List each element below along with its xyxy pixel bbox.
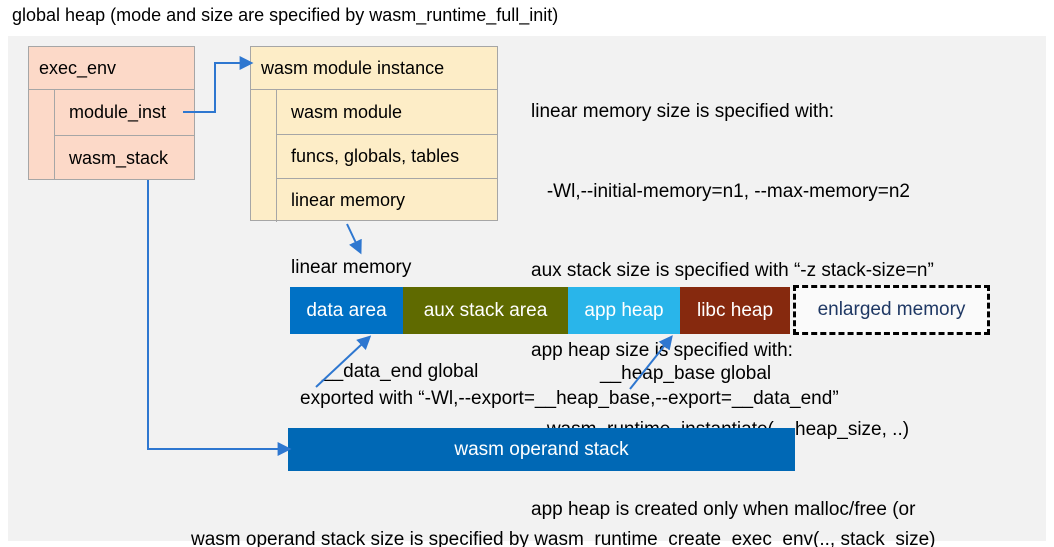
note-line: wasm operand stack size is specified by … (191, 529, 936, 547)
enlarged-memory-box: enlarged memory (793, 285, 990, 335)
memory-segment-data-area: data area (290, 287, 403, 334)
note-line: aux stack size is specified with “-z sta… (531, 260, 934, 281)
note-line: -Wl,--initial-memory=n1, --max-memory=n2 (531, 180, 910, 202)
note-line: app heap size is specified with: (531, 339, 793, 361)
operand-stack-note-block: wasm operand stack size is specified by … (191, 481, 936, 547)
export-flags-label: exported with “-Wl,--export=__heap_base,… (300, 388, 839, 409)
data-end-global-label: __data_end global (322, 361, 479, 382)
exec-env-box: exec_env module_inst wasm_stack (28, 46, 195, 180)
memory-segment-app-heap: app heap (568, 287, 680, 334)
memory-segment-libc-heap: libc heap (680, 287, 790, 334)
exec-env-header: exec_env (29, 47, 194, 90)
module-instance-row-linear-memory: linear memory (276, 178, 497, 222)
wasm-module-instance-box: wasm module instance wasm module funcs, … (250, 46, 498, 222)
module-instance-row-funcs-globals-tables: funcs, globals, tables (276, 134, 497, 178)
module-instance-row-wasm-module: wasm module (276, 90, 497, 134)
linear-memory-label: linear memory (291, 257, 412, 278)
wasm-operand-stack-box: wasm operand stack (288, 428, 795, 471)
memory-segment-aux-stack-area: aux stack area (403, 287, 568, 334)
heap-base-global-label: __heap_base global (600, 363, 772, 384)
note-line: app heap is created only when malloc/fre… (531, 498, 916, 520)
exec-env-row-wasm-stack: wasm_stack (54, 135, 194, 180)
page-title: global heap (mode and size are specified… (12, 5, 559, 25)
exec-env-row-module-inst: module_inst (54, 90, 194, 135)
wasm-module-instance-header: wasm module instance (251, 47, 497, 90)
note-line: linear memory size is specified with: (531, 101, 835, 122)
